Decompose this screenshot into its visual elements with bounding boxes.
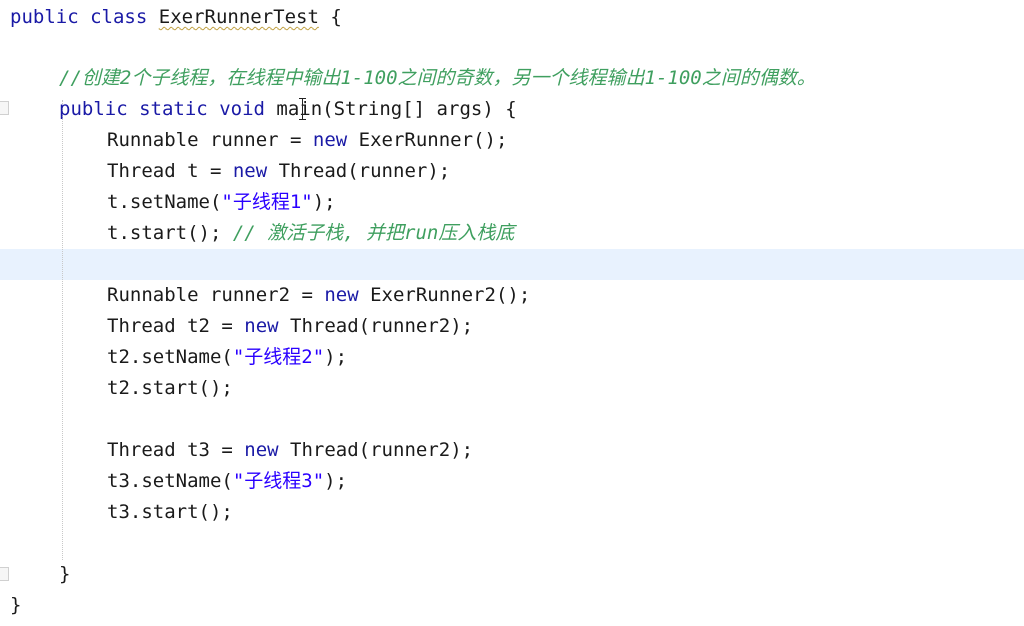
- indent-guide: [62, 100, 63, 560]
- code-text: Thread t2 =: [107, 315, 245, 337]
- brace: {: [330, 6, 342, 28]
- method-name: main: [276, 98, 323, 120]
- string-literal: "子线程3": [232, 470, 325, 492]
- code-line[interactable]: t.setName("子线程1");: [107, 187, 1024, 218]
- code-text: t2.start();: [107, 377, 233, 399]
- comment: //创建2个子线程，在线程中输出1-100之间的奇数，另一个线程输出1-100之…: [59, 67, 816, 89]
- keyword: new: [324, 284, 359, 306]
- code-line[interactable]: t2.setName("子线程2");: [107, 342, 1024, 373]
- comment: // 激活子栈, 并把run压入栈底: [232, 222, 515, 244]
- code-text: t2.setName(: [107, 346, 233, 368]
- fold-marker-icon[interactable]: [0, 101, 9, 115]
- code-text: );: [312, 191, 336, 213]
- brace: }: [59, 563, 71, 585]
- code-text: t3.start();: [107, 501, 233, 523]
- code-text: ExerRunner2();: [358, 284, 531, 306]
- class-name: ExerRunnerTest: [158, 6, 319, 28]
- code-text: t.setName(: [107, 191, 222, 213]
- string-literal: "子线程1": [221, 191, 313, 213]
- code-text: Runnable runner =: [107, 129, 313, 151]
- code-line[interactable]: t.start(); // 激活子栈, 并把run压入栈底: [107, 218, 1024, 249]
- code-line-class-decl[interactable]: public class ExerRunnerTest {: [10, 2, 1024, 33]
- code-text: );: [324, 346, 348, 368]
- code-text: );: [324, 470, 348, 492]
- code-line[interactable]: Thread t3 = new Thread(runner2);: [107, 435, 1024, 466]
- code-text: Thread t =: [107, 160, 233, 182]
- keyword: new: [312, 129, 348, 151]
- code-text: Runnable runner2 =: [107, 284, 325, 306]
- code-text: Thread(runner2);: [278, 439, 474, 461]
- brace: }: [10, 594, 22, 616]
- code-line-closing-brace[interactable]: }: [10, 590, 1024, 621]
- code-text: Thread(runner2);: [278, 315, 474, 337]
- keyword: public: [10, 6, 79, 28]
- code-line[interactable]: Thread t2 = new Thread(runner2);: [107, 311, 1024, 342]
- code-line[interactable]: t2.start();: [107, 373, 1024, 404]
- keyword: public: [59, 98, 128, 120]
- keyword: class: [90, 6, 148, 28]
- code-text: t3.setName(: [107, 470, 233, 492]
- code-text: ExerRunner();: [347, 129, 508, 151]
- text-cursor-icon: [298, 98, 308, 120]
- code-text: Thread t3 =: [107, 439, 245, 461]
- keyword: new: [244, 439, 279, 461]
- code-line-closing-brace[interactable]: }: [59, 559, 1024, 590]
- code-line-comment[interactable]: //创建2个子线程，在线程中输出1-100之间的奇数，另一个线程输出1-100之…: [59, 63, 1024, 94]
- code-line[interactable]: t3.start();: [107, 497, 1024, 528]
- keyword: new: [244, 315, 279, 337]
- code-line[interactable]: Runnable runner2 = new ExerRunner2();: [107, 280, 1024, 311]
- method-params: (String[] args) {: [322, 98, 517, 120]
- current-line-highlight[interactable]: [0, 249, 1024, 280]
- code-line[interactable]: t3.setName("子线程3");: [107, 466, 1024, 497]
- keyword: void: [219, 98, 265, 120]
- code-line[interactable]: Thread t = new Thread(runner);: [107, 156, 1024, 187]
- keyword: new: [232, 160, 268, 182]
- code-text: Thread(runner);: [267, 160, 451, 182]
- code-text: t.start();: [107, 222, 233, 244]
- fold-marker-icon[interactable]: [0, 567, 9, 581]
- code-line-main-signature[interactable]: public static void main(String[] args) {: [59, 94, 1024, 125]
- keyword: static: [139, 98, 208, 120]
- string-literal: "子线程2": [232, 346, 325, 368]
- code-line[interactable]: Runnable runner = new ExerRunner();: [107, 125, 1024, 156]
